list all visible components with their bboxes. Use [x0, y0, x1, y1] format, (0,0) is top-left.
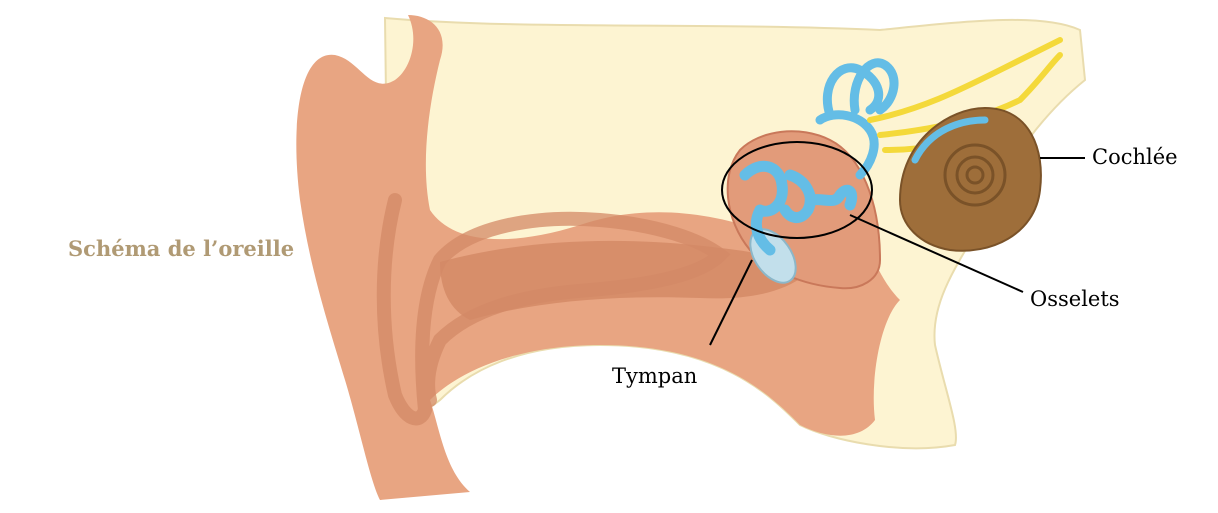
label-eardrum: Tympan	[612, 364, 697, 388]
label-cochlea: Cochlée	[1092, 145, 1178, 169]
label-ossicles: Osselets	[1030, 287, 1120, 311]
